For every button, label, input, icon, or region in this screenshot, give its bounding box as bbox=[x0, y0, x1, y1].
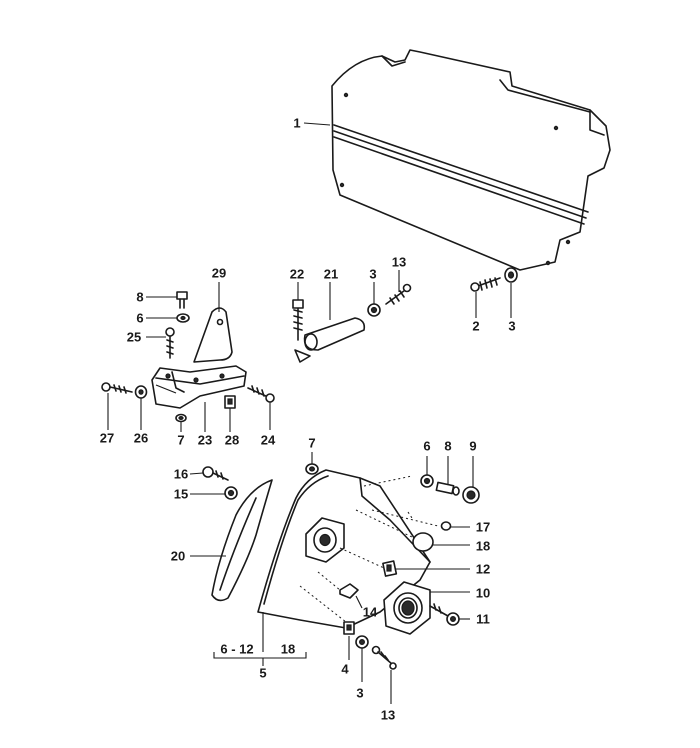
screw-2 bbox=[470, 277, 501, 292]
callout-14: 14 bbox=[362, 604, 378, 620]
callout-18: 18 bbox=[475, 538, 491, 554]
screw-25 bbox=[165, 327, 175, 359]
screw-13-top bbox=[385, 283, 412, 305]
tube-21 bbox=[294, 317, 366, 363]
callout-15: 15 bbox=[173, 486, 189, 502]
clip-4 bbox=[343, 621, 355, 635]
bolt-16 bbox=[202, 466, 229, 481]
assembly-lines bbox=[299, 475, 439, 623]
callout-29: 29 bbox=[211, 265, 227, 281]
callout-21: 21 bbox=[323, 266, 339, 282]
callout-13b: 13 bbox=[380, 707, 396, 723]
leader-lines bbox=[107, 122, 512, 704]
callout-7a: 7 bbox=[177, 432, 185, 448]
plate-29 bbox=[193, 307, 233, 363]
screw-13-bottom bbox=[371, 645, 397, 670]
callout-24: 24 bbox=[260, 432, 276, 448]
callout-6a: 6 bbox=[136, 310, 144, 326]
nut-15 bbox=[224, 486, 238, 500]
ring-17 bbox=[440, 521, 452, 531]
callout-17: 17 bbox=[475, 519, 491, 535]
speaker-frame-left bbox=[305, 517, 345, 563]
screw-11 bbox=[429, 603, 460, 626]
callout-18b: 18 bbox=[280, 641, 296, 657]
trim-strip-20 bbox=[211, 479, 273, 602]
callout-3a: 3 bbox=[508, 318, 516, 334]
callout-5: 5 bbox=[259, 665, 267, 681]
callout-3b: 3 bbox=[369, 266, 377, 282]
rear-shelf-panel bbox=[331, 49, 611, 271]
callout-12: 12 bbox=[475, 561, 491, 577]
block-14 bbox=[339, 583, 359, 599]
clip-7-right bbox=[305, 463, 319, 475]
screw-27 bbox=[101, 382, 133, 394]
callout-13a: 13 bbox=[391, 254, 407, 270]
nut-3-bottom bbox=[355, 635, 369, 649]
callout-9: 9 bbox=[469, 438, 477, 454]
callout-7b: 7 bbox=[308, 435, 316, 451]
callout-1: 1 bbox=[293, 115, 301, 131]
callout-26: 26 bbox=[133, 430, 149, 446]
clip-12 bbox=[382, 560, 398, 577]
callout-20: 20 bbox=[170, 548, 186, 564]
clip-7-left bbox=[175, 413, 187, 423]
callout-23: 23 bbox=[197, 432, 213, 448]
callout-8a: 8 bbox=[136, 289, 144, 305]
screw-22 bbox=[292, 299, 304, 341]
callout-11: 11 bbox=[476, 611, 490, 627]
callout-16: 16 bbox=[173, 466, 189, 482]
callout-25: 25 bbox=[126, 329, 142, 345]
callout-27: 27 bbox=[99, 430, 115, 446]
callout-22: 22 bbox=[289, 266, 305, 282]
cap-9 bbox=[462, 486, 480, 504]
bolt-8-left bbox=[176, 291, 188, 309]
bolt-8-right bbox=[435, 481, 460, 496]
washer-6-left bbox=[176, 313, 190, 323]
callout-3c: 3 bbox=[356, 685, 364, 701]
speaker-10 bbox=[383, 581, 431, 635]
nut-26 bbox=[134, 385, 148, 399]
nut-3-top bbox=[504, 267, 518, 283]
bracket-23 bbox=[151, 365, 247, 409]
callout-6b: 6 bbox=[423, 438, 431, 454]
callout-28: 28 bbox=[224, 432, 240, 448]
cover-18 bbox=[412, 532, 434, 552]
nut-3-mid bbox=[367, 303, 381, 317]
callout-2: 2 bbox=[472, 318, 480, 334]
callout-8b: 8 bbox=[444, 438, 452, 454]
callout-4: 4 bbox=[341, 661, 349, 677]
screw-24 bbox=[247, 385, 275, 403]
clip-28 bbox=[224, 395, 236, 409]
callout-6-12: 6 - 12 bbox=[220, 641, 254, 657]
washer-6-right bbox=[420, 474, 434, 488]
callout-10: 10 bbox=[475, 585, 491, 601]
